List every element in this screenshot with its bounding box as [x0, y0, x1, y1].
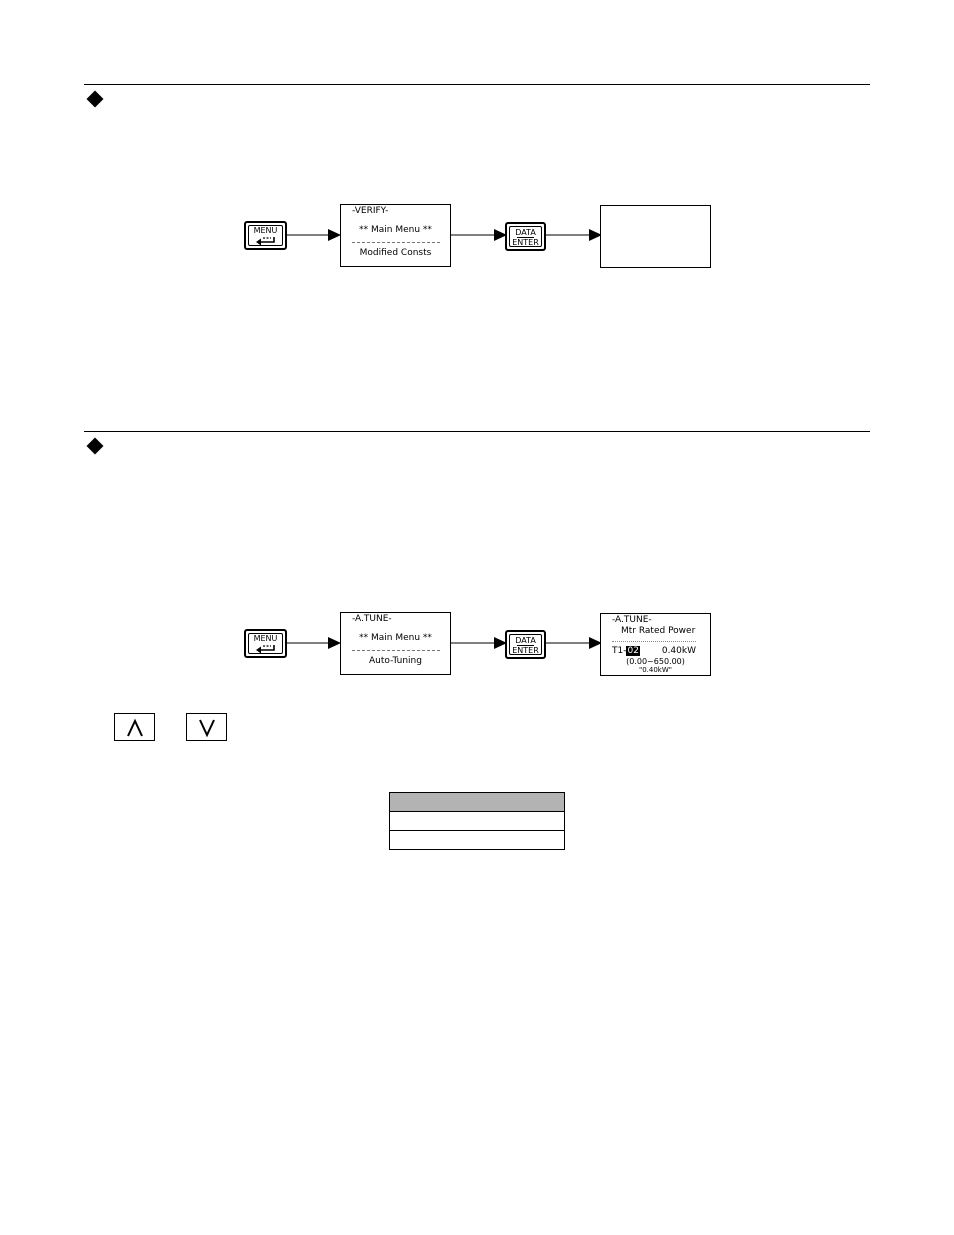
up-arrow-icon — [127, 718, 143, 737]
data-key-label: DATA — [515, 636, 536, 645]
table-row — [389, 830, 565, 850]
parameter-default: "0.40kW" — [638, 666, 672, 674]
settings-table — [389, 792, 565, 850]
atune-menu-screen: -A.TUNE- ** Main Menu ** Auto-Tuning — [340, 612, 451, 675]
screen-title: ** Main Menu ** — [359, 633, 432, 643]
parameter-range: (0.00~650.00) — [626, 657, 685, 666]
section-bullet-icon — [86, 437, 104, 455]
menu-key-label: MENU — [253, 226, 278, 235]
flow-arrow — [451, 229, 507, 241]
motor-rated-power-screen: -A.TUNE- Mtr Rated Power T1-02 0.40kW (0… — [600, 613, 711, 676]
parameter-title: Mtr Rated Power — [621, 626, 696, 636]
screen-item: Auto-Tuning — [369, 656, 422, 666]
section-divider-2 — [84, 431, 870, 432]
menu-key[interactable]: MENU — [244, 221, 287, 250]
data-enter-key[interactable]: DATA ENTER — [505, 222, 546, 251]
table-cell — [389, 811, 565, 831]
flow-arrow — [546, 229, 602, 241]
return-arrow-icon — [256, 237, 275, 246]
flow-arrow — [451, 637, 507, 649]
key-divider — [517, 237, 534, 238]
flow-arrow — [287, 229, 341, 241]
parameter-number-highlight: 02 — [626, 646, 640, 656]
key-divider — [517, 645, 534, 646]
down-arrow-key[interactable] — [186, 713, 227, 741]
enter-key-label: ENTER — [512, 646, 539, 655]
screen-header: -A.TUNE- — [612, 615, 652, 625]
verify-menu-screen: -VERIFY- ** Main Menu ** Modified Consts — [340, 204, 451, 267]
flow-arrow — [287, 637, 341, 649]
screen-item: Modified Consts — [359, 248, 432, 258]
parameter-prefix: T1- — [612, 646, 627, 656]
return-arrow-icon — [256, 645, 275, 654]
screen-divider — [612, 641, 696, 642]
parameter-code: T1-02 — [612, 646, 642, 656]
table-row — [389, 811, 565, 831]
table-cell — [389, 830, 565, 850]
screen-divider — [352, 242, 440, 243]
menu-key[interactable]: MENU — [244, 629, 287, 658]
data-key-label: DATA — [515, 228, 536, 237]
enter-key-label: ENTER — [512, 238, 539, 247]
flow-arrow — [546, 637, 602, 649]
data-enter-key[interactable]: DATA ENTER — [505, 630, 546, 659]
screen-divider — [352, 650, 440, 651]
table-header-row — [389, 792, 565, 812]
parameter-suffix — [640, 649, 642, 655]
down-arrow-icon — [199, 719, 215, 738]
section-divider-1 — [84, 84, 870, 85]
section-bullet-icon — [86, 90, 104, 108]
screen-header: -VERIFY- — [352, 206, 389, 216]
table-header-cell — [389, 792, 565, 812]
parameter-value: 0.40kW — [661, 646, 696, 656]
up-arrow-key[interactable] — [114, 713, 155, 741]
screen-title: ** Main Menu ** — [359, 225, 432, 235]
blank-result-screen — [600, 205, 711, 268]
menu-key-label: MENU — [253, 634, 278, 643]
screen-header: -A.TUNE- — [352, 614, 392, 624]
